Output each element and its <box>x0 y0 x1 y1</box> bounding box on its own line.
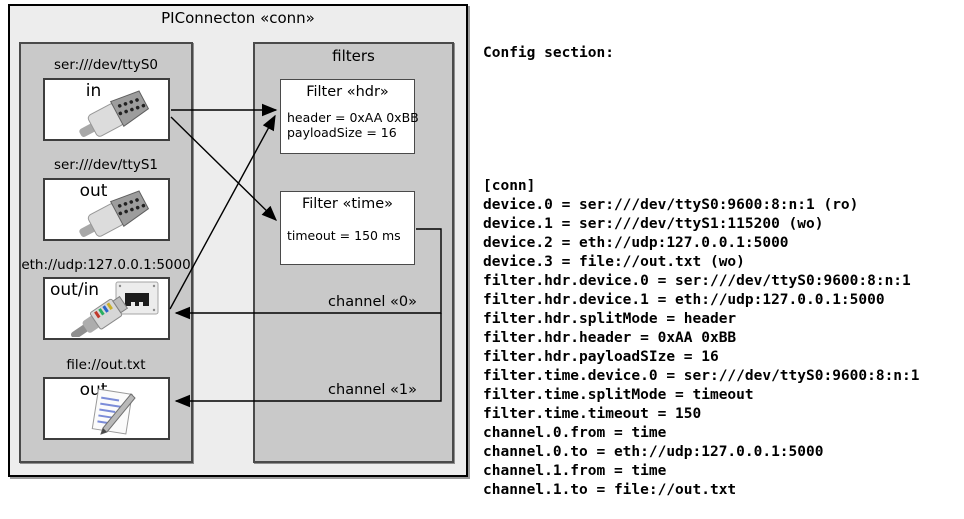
channel-1-label: channel «1» <box>328 382 417 398</box>
device-uri-label: ser:///dev/ttyS1 <box>54 157 158 173</box>
config-line: channel.1.from = time <box>483 463 667 479</box>
filter-title: Filter «hdr» <box>306 84 389 100</box>
config-line: filter.hdr.device.1 = eth://udp:127.0.0.… <box>483 292 885 308</box>
config-lines: [conn] device.0 = ser:///dev/ttyS0:9600:8… <box>483 120 920 500</box>
port-label: out/in <box>50 280 100 300</box>
device-box-ttys0: in <box>43 78 170 141</box>
filter-attribute: header = 0xAA 0xBB <box>287 110 419 125</box>
config-line: channel.0.to = eth://udp:127.0.0.1:5000 <box>483 444 824 460</box>
device-box-ttys1: out <box>43 178 170 241</box>
filter-hdr-box: Filter «hdr» header = 0xAA 0xBB payloadS… <box>280 79 419 154</box>
config-line: device.0 = ser:///dev/ttyS0:9600:8:n:1 (… <box>483 197 859 213</box>
config-line: filter.hdr.splitMode = header <box>483 311 737 327</box>
device-box-eth: out/in <box>43 277 170 340</box>
config-line: filter.time.splitMode = timeout <box>483 387 754 403</box>
config-line: device.1 = ser:///dev/ttyS1:115200 (wo) <box>483 216 824 232</box>
device-uri-label: eth://udp:127.0.0.1:5000 <box>21 257 191 273</box>
serial-connector-icon <box>79 190 150 238</box>
ethernet-cable-icon <box>70 295 129 337</box>
notepad-icon <box>91 388 136 435</box>
device-box-file: out <box>43 377 170 440</box>
config-line: filter.time.device.0 = ser:///dev/ttyS0:… <box>483 368 920 384</box>
port-label: in <box>85 81 102 101</box>
ethernet-port-icon <box>115 281 159 315</box>
config-line: filter.hdr.device.0 = ser:///dev/ttyS0:9… <box>483 273 911 289</box>
diagram-title: PIConnecton «conn» <box>161 9 315 27</box>
serial-connector-icon <box>79 90 150 138</box>
devices-group: ser:///dev/ttyS0 in ser:///dev/ttyS1 out <box>19 42 193 463</box>
config-section: Config section: [conn] device.0 = ser:///… <box>483 6 920 519</box>
device-uri-label: ser:///dev/ttyS0 <box>54 57 158 73</box>
channel-0-label: channel «0» <box>328 294 417 310</box>
config-line: filter.time.timeout = 150 <box>483 406 702 422</box>
config-line: filter.hdr.header = 0xAA 0xBB <box>483 330 737 346</box>
config-line: device.3 = file://out.txt (wo) <box>483 254 745 270</box>
device-uri-label: file://out.txt <box>66 357 146 373</box>
filter-title: Filter «time» <box>301 196 394 212</box>
config-line: channel.0.from = time <box>483 425 667 441</box>
config-heading: Config section: <box>483 45 614 61</box>
port-label: out <box>79 181 108 201</box>
filter-time-box: Filter «time» timeout = 150 ms <box>280 191 415 265</box>
filter-attribute: timeout = 150 ms <box>287 228 401 243</box>
config-line: [conn] <box>483 178 536 194</box>
config-line: filter.hdr.payloadSIze = 16 <box>483 349 719 365</box>
connector-diagram: PIConnecton «conn» ser:///dev/ttyS0 in s… <box>8 4 468 477</box>
config-line: device.2 = eth://udp:127.0.0.1:5000 <box>483 235 789 251</box>
filters-group-title: filters <box>332 47 375 65</box>
filters-group: filters Filter «hdr» header = 0xAA 0xBB … <box>253 42 454 463</box>
filter-attribute: payloadSize = 16 <box>287 125 397 140</box>
